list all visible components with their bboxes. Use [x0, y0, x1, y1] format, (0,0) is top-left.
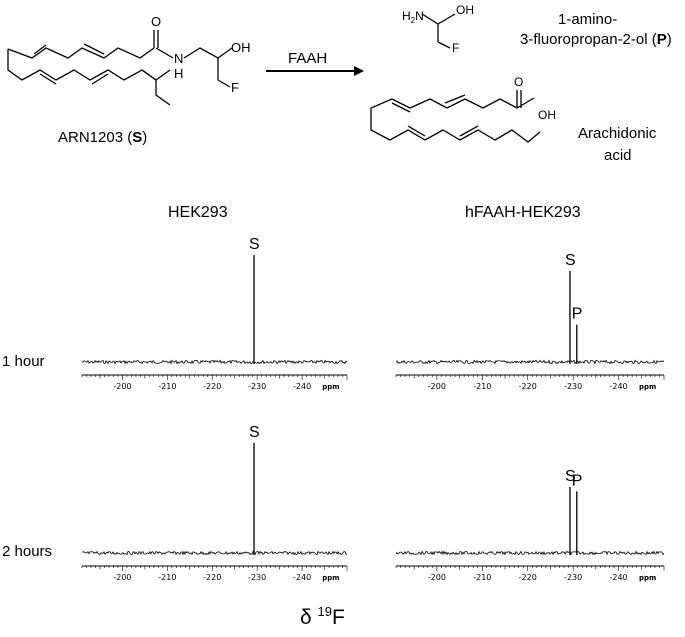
substrate-structure — [7, 30, 233, 106]
reaction-scheme: O N H OH F ARN1203 (S) FAAH H2N OH F 1-a… — [7, 3, 672, 164]
substrate-hydroxyl: OH — [231, 40, 251, 55]
x-axis-unit: ppm — [322, 383, 339, 391]
x-tick-label: -230 — [248, 573, 266, 582]
row-label-2-hours: 2 hours — [2, 543, 52, 560]
x-tick-label: -240 — [609, 573, 627, 582]
substrate-close: ) — [142, 129, 147, 146]
reaction-arrow — [266, 66, 364, 76]
x-tick-label: -210 — [158, 382, 176, 391]
x-tick-label: -220 — [203, 573, 221, 582]
spectrum-panel: SP -200 -210 -220 -230 -240 ppm — [395, 468, 665, 582]
peak-label-p: P — [572, 306, 583, 323]
x-tick-label: -220 — [203, 382, 221, 391]
amine-label-line2: 3-fluoropropan-2-ol (P) — [520, 31, 672, 48]
substrate-label: ARN1203 (S) — [58, 129, 147, 146]
amide-nitrogen: N — [174, 51, 183, 66]
x-axis-unit: ppm — [322, 574, 339, 582]
acid-oxygen: O — [514, 75, 523, 89]
substrate-fluorine: F — [231, 80, 239, 95]
x-axis-delta: δ — [300, 606, 318, 629]
x-tick-label: -220 — [519, 382, 537, 391]
x-tick-label: -240 — [293, 573, 311, 582]
amine-fluorine: F — [452, 41, 459, 55]
column-header-hek293: HEK293 — [168, 204, 228, 221]
spectrum-panel: S P -200 -210 -220 -230 -240 ppm — [395, 252, 665, 391]
x-tick-label: -230 — [564, 382, 582, 391]
x-tick-label: -240 — [609, 382, 627, 391]
substrate-code: S — [132, 129, 142, 146]
row-label-1-hour: 1 hour — [2, 353, 45, 370]
acid-hydroxyl: OH — [538, 108, 556, 122]
x-axis-title: δ 19F — [300, 604, 345, 629]
spectrum-baseline — [395, 550, 665, 556]
amine-label-line1: 1-amino- — [558, 11, 617, 28]
enzyme-label: FAAH — [288, 50, 327, 67]
x-tick-label: -210 — [158, 573, 176, 582]
acid-structure — [370, 90, 541, 143]
x-tick-label: -200 — [113, 382, 131, 391]
x-tick-label: -200 — [428, 382, 446, 391]
x-tick-label: -210 — [473, 573, 491, 582]
acid-label-line2: acid — [604, 147, 632, 164]
x-axis-unit: ppm — [639, 574, 656, 582]
amine-product-structure — [421, 13, 456, 49]
amine-nh2: H2N — [402, 9, 424, 25]
peak-label-s: S — [565, 252, 576, 269]
amide-hydrogen: H — [174, 66, 183, 81]
x-axis-unit: ppm — [639, 383, 656, 391]
x-tick-label: -200 — [113, 573, 131, 582]
substrate-name: ARN1203 ( — [58, 129, 132, 146]
amine-code: P — [657, 31, 667, 48]
spectrum-panel: S -200 -210 -220 -230 -240 ppm — [81, 236, 348, 391]
x-axis-nucleus: F — [332, 606, 345, 629]
acid-label-line1: Arachidonic — [578, 125, 657, 142]
x-tick-label: -210 — [473, 382, 491, 391]
x-tick-label: -240 — [293, 382, 311, 391]
carbonyl-oxygen: O — [151, 14, 161, 29]
peak-label-s: S — [249, 424, 260, 441]
x-tick-label: -220 — [519, 573, 537, 582]
x-tick-label: -230 — [248, 382, 266, 391]
x-tick-label: -230 — [564, 573, 582, 582]
spectrum-baseline — [81, 550, 348, 556]
x-axis-isotope: 19 — [318, 604, 332, 619]
peak-label-s: S — [249, 236, 260, 253]
amine-hydroxyl: OH — [456, 3, 474, 17]
column-header-hfaah: hFAAH-HEK293 — [465, 204, 581, 221]
spectrum-panel: S -200 -210 -220 -230 -240 ppm — [81, 424, 348, 582]
peak-label-s: S — [565, 468, 576, 485]
peak-label-p: P — [572, 472, 583, 489]
spectrum-baseline — [81, 359, 348, 365]
x-tick-label: -200 — [428, 573, 446, 582]
spectrum-baseline — [395, 359, 665, 365]
